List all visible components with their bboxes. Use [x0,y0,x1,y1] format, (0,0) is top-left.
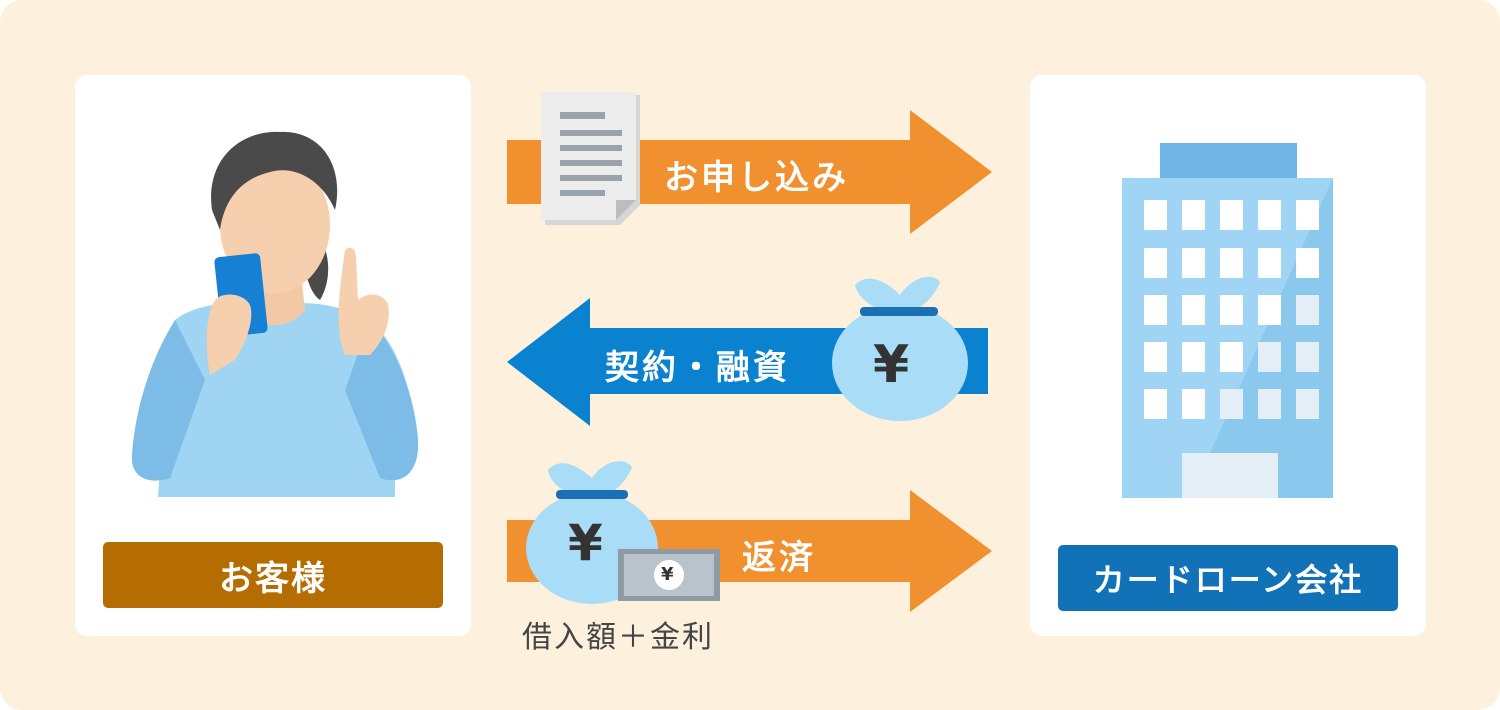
building-window [1144,248,1167,278]
building-window [1182,342,1205,372]
repayment-note: 借入額＋金利 [522,620,714,655]
contract-label: 契約・融資 [605,348,790,388]
money-bag-yen: ¥ [873,335,913,395]
building-window [1258,342,1281,372]
building-window [1182,248,1205,278]
building-window [1182,200,1205,230]
company-label: カードローン会社 [1058,545,1398,611]
application-label: お申し込み [664,158,849,198]
building-window [1182,295,1205,325]
building-window [1296,295,1319,325]
building-window [1182,389,1205,419]
building-window [1258,295,1281,325]
building-window [1220,248,1243,278]
building-window [1296,248,1319,278]
building-window [1220,389,1243,419]
building-window [1258,389,1281,419]
building-window [1296,200,1319,230]
banknote-yen: ¥ [661,564,674,585]
building-window [1258,200,1281,230]
repayment-bag-yen: ¥ [568,514,606,572]
building-window [1144,342,1167,372]
building-window [1144,200,1167,230]
building-window [1296,389,1319,419]
building-window [1144,389,1167,419]
building-window [1258,248,1281,278]
customer-label: お客様 [103,542,443,608]
building-window [1144,295,1167,325]
building-window [1220,295,1243,325]
repayment-label: 返済 [742,538,816,578]
building-window [1220,200,1243,230]
building-window [1220,342,1243,372]
building-window [1296,342,1319,372]
